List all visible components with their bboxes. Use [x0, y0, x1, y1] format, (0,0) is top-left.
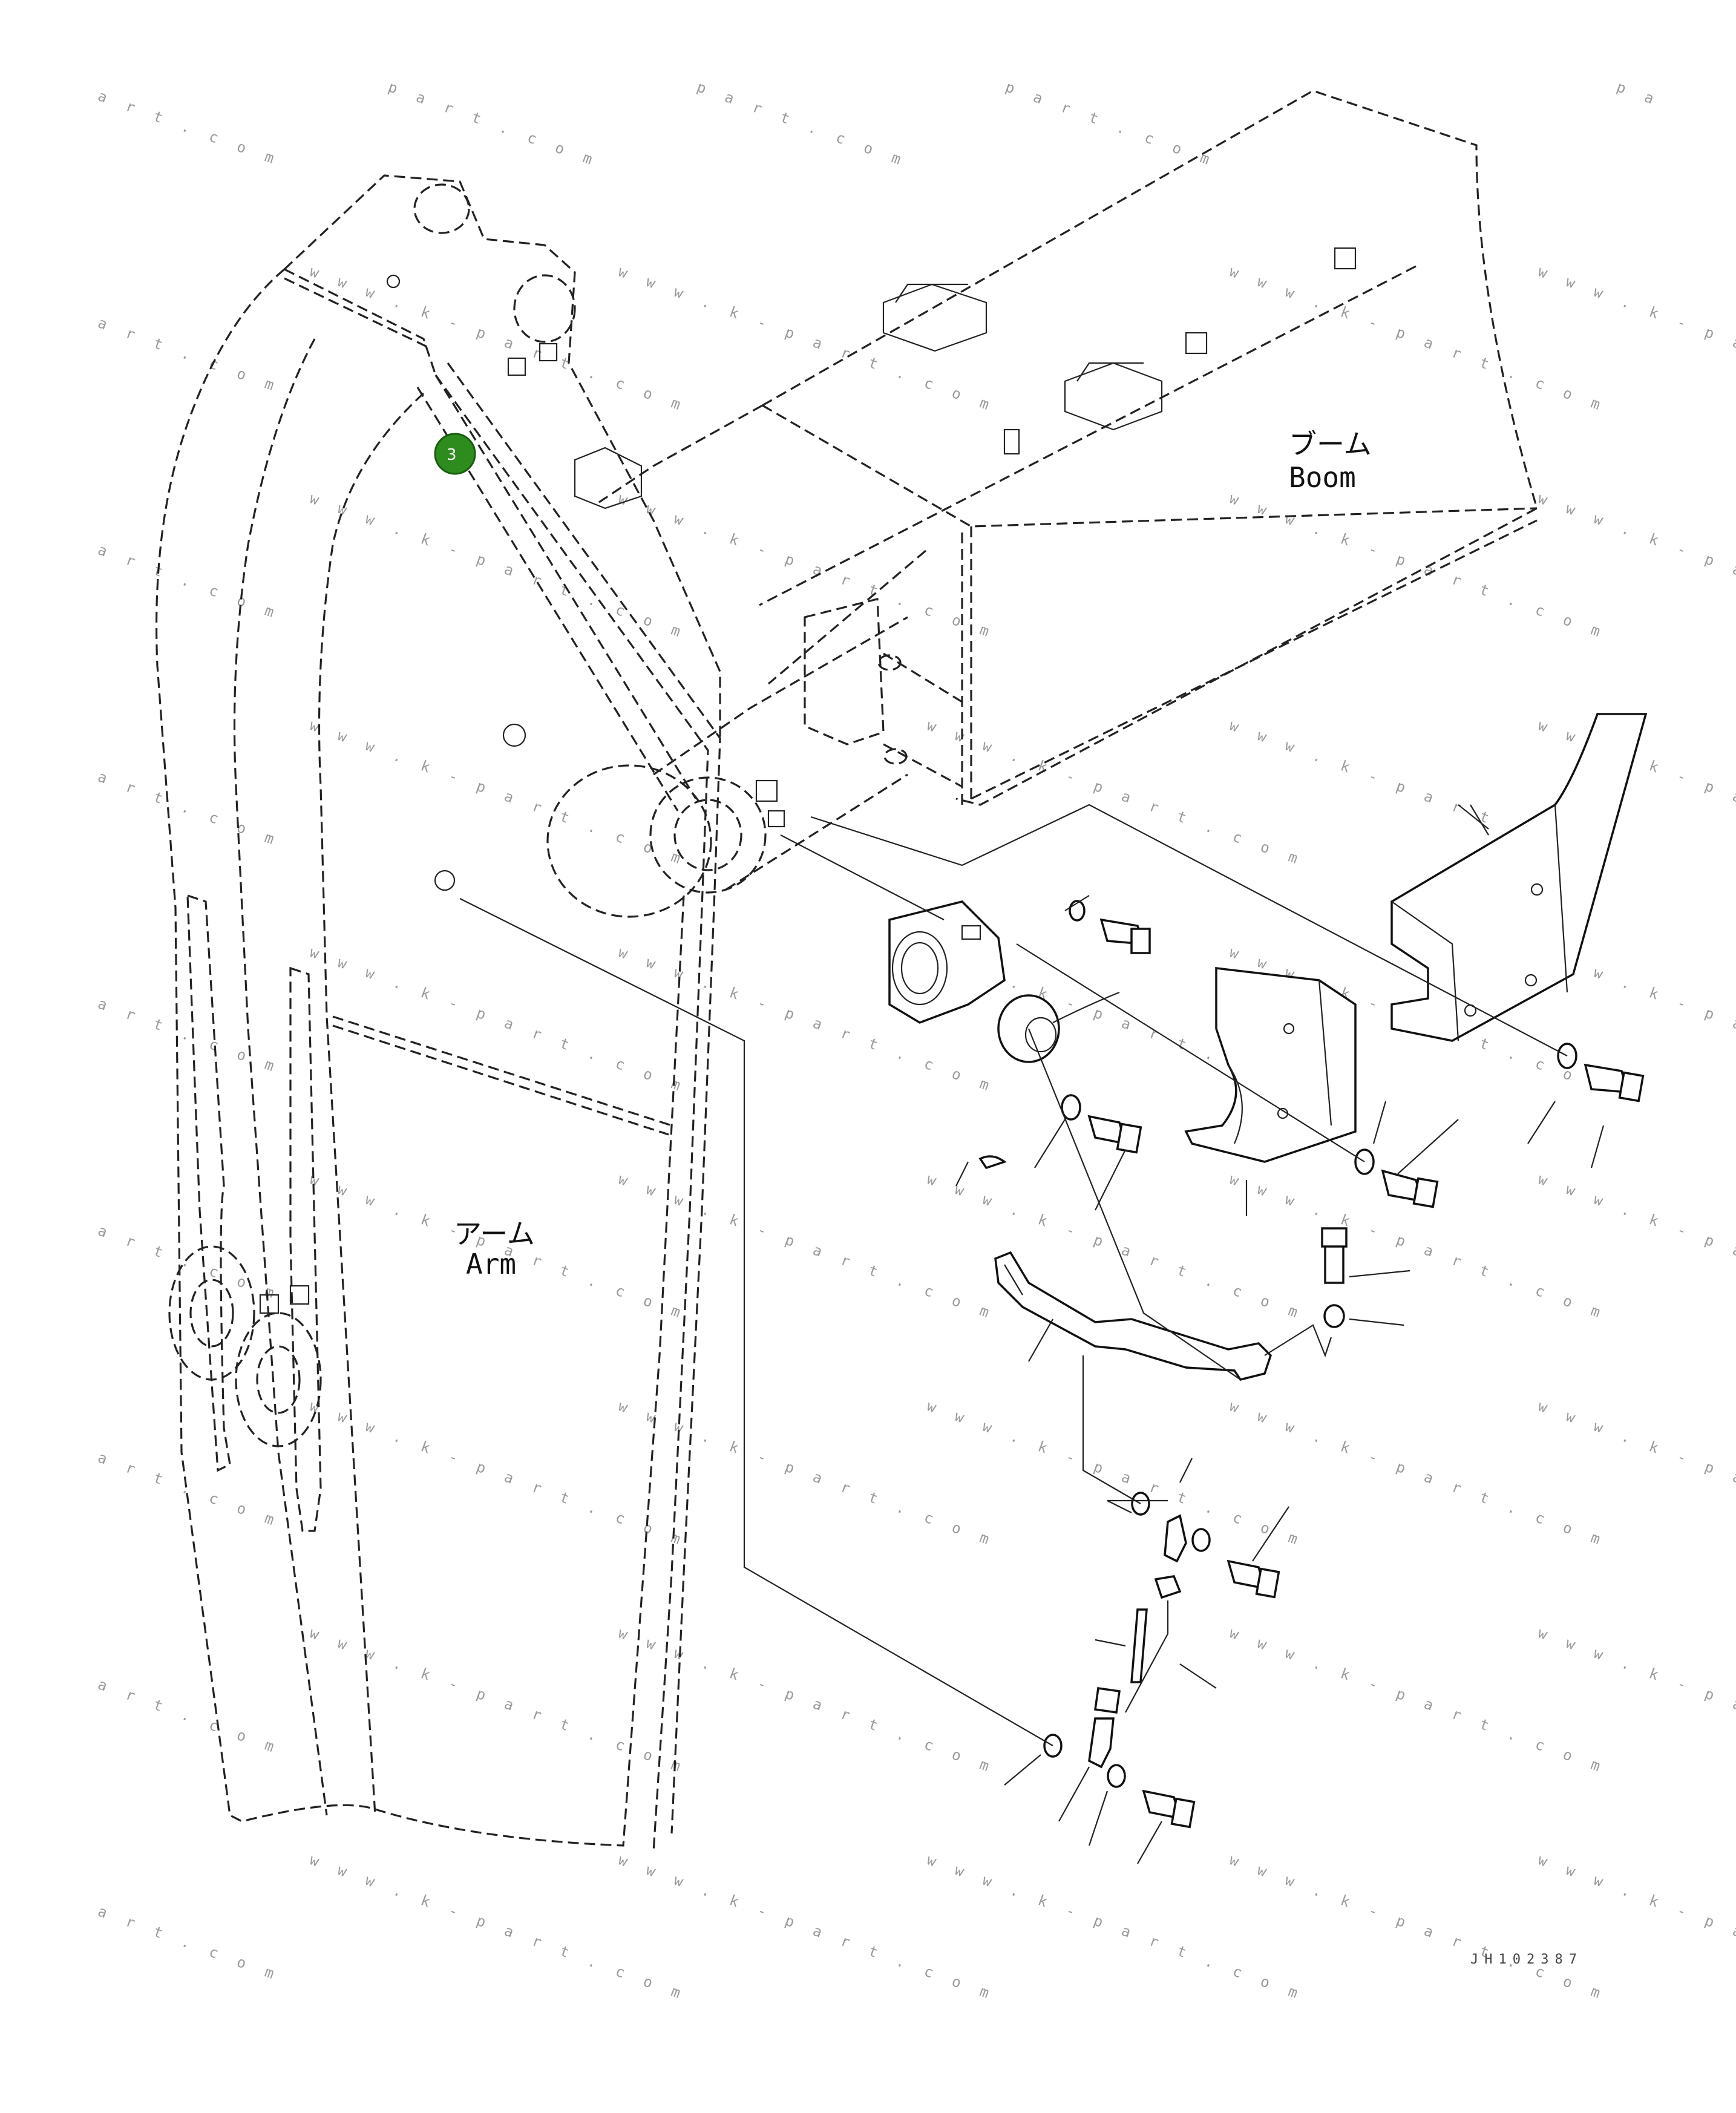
- watermark-text: a r t . c o m: [96, 1902, 282, 1984]
- watermark-text: w w w . k - p a r t . c o m: [616, 1624, 997, 1777]
- watermark-text: a r t . c o m: [96, 541, 282, 623]
- watermark-text: a r t . c o m: [96, 995, 282, 1076]
- watermark-text: w w w . k - p a: [1536, 1851, 1736, 1943]
- arm-outline: [155, 174, 908, 1852]
- linkage-assembly: [1043, 1492, 1280, 1829]
- watermark-text: w w w . k - p a: [1536, 1397, 1736, 1489]
- watermark-text: w w w . k - p a r t . c o m: [307, 263, 689, 415]
- drawing-code: JH102387: [1470, 1952, 1583, 1967]
- leader-lines: [459, 804, 1605, 1864]
- watermark-text: a r t . c o m: [96, 87, 282, 169]
- boom-label-jp: ブーム: [1289, 428, 1372, 460]
- watermark-text: w w w . k - p a r t . c o m: [307, 1851, 689, 2003]
- sensor-assembly: [888, 900, 1151, 1170]
- callout-number: 3: [447, 446, 457, 464]
- watermark-text: w w w . k - p a r t . c o m: [307, 490, 689, 642]
- watermark-text: a r t . c o m: [96, 1676, 282, 1757]
- watermark-text: p a r t . c o m: [1003, 78, 1217, 170]
- watermark-text: a r t . c o m: [96, 1449, 282, 1530]
- callout-badge-3[interactable]: 3: [434, 433, 476, 475]
- watermark-text: w w w . k - p a r t . c o m: [307, 716, 689, 869]
- watermark-text: w w w . k - p a r t . c o m: [616, 1851, 997, 2003]
- guard-cover-large: [1390, 713, 1648, 1042]
- watermark-text: w w w . k - p a r t . c o m: [616, 1170, 997, 1323]
- watermark-text: w w w . k - p a r t . c o m: [307, 1397, 689, 1550]
- watermark-text: w w w . k - p a: [1536, 490, 1736, 581]
- arm-label: アーム Arm: [454, 1217, 535, 1280]
- watermark-text: w w w . k - p a r t . c o m: [1227, 1624, 1608, 1777]
- watermark-text: w w w . k - p a r t . c o m: [616, 1397, 997, 1550]
- watermark-text: w w w . k - p a r t . c o m: [1227, 263, 1608, 415]
- watermark-text: p a r t . c o m: [695, 78, 909, 170]
- watermark-text: w w w . k - p a r t . c o m: [616, 263, 997, 415]
- guard-cover-small: [1184, 967, 1357, 1163]
- watermark-text: w w w . k - p a: [1536, 1170, 1736, 1262]
- watermark-text: w w w . k - p a r t . c o m: [307, 943, 689, 1096]
- watermark-text: w w w . k - p a: [1536, 263, 1736, 355]
- watermark-text: a r t . c o m: [96, 314, 282, 396]
- watermark-text: a r t . c o m: [96, 768, 282, 850]
- boom-label-en: Boom: [1289, 461, 1356, 494]
- arm-label-jp: アーム: [454, 1217, 535, 1250]
- arm-label-en: Arm: [466, 1248, 516, 1280]
- lever-bar: [994, 1251, 1273, 1381]
- boom-outline: [574, 90, 1538, 806]
- watermark-text: p a: [1614, 78, 1662, 109]
- watermark-text: a r t . c o m: [96, 1222, 282, 1303]
- watermark-text: p a r t . c o m: [386, 78, 600, 170]
- watermark-text: w w w . k - p a: [1536, 1624, 1736, 1716]
- boom-label: ブーム Boom: [1289, 428, 1372, 494]
- watermark-layer: a r t . c o m p a r t . c o m p a r t . …: [96, 78, 1736, 2003]
